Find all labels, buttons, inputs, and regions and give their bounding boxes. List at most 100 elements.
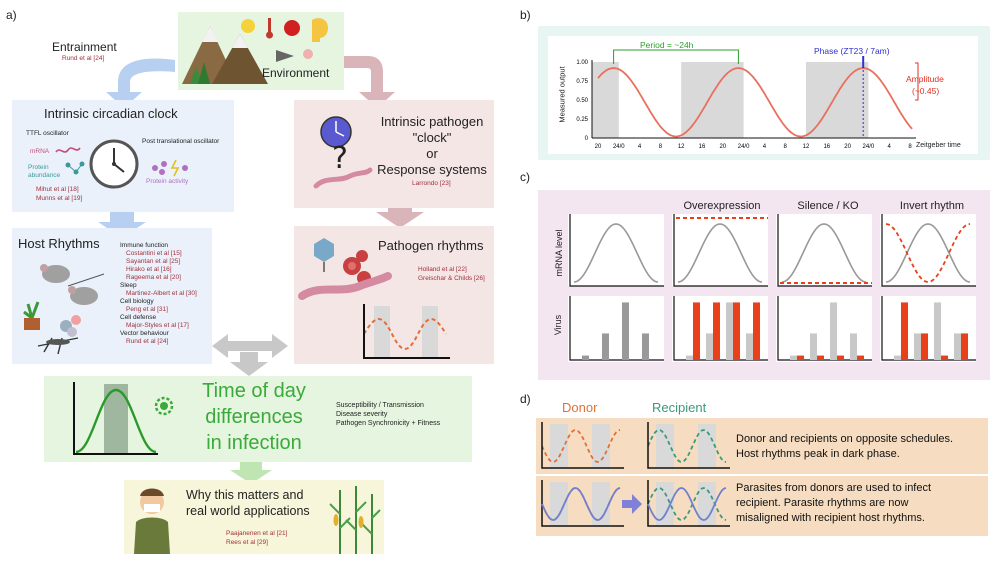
panel-b-plot-bg bbox=[548, 36, 978, 154]
x-tick-label: 20 bbox=[595, 144, 602, 150]
parasite-curve-donor bbox=[541, 487, 621, 521]
tod-list-2: Disease severity bbox=[336, 411, 388, 418]
recipient-curve-2 bbox=[647, 487, 727, 521]
b-amplitude-value: (~0.45) bbox=[912, 86, 940, 96]
dark-phase-shade bbox=[550, 424, 568, 468]
c-col-title-3: Invert rhythm bbox=[899, 200, 965, 212]
virus-bar-control bbox=[706, 333, 713, 360]
host-item: Major-Styles et al [17] bbox=[126, 322, 189, 329]
mrna-axes bbox=[777, 214, 872, 287]
x-tick-label: 12 bbox=[678, 144, 685, 150]
b-period-label: Period = ~24h bbox=[640, 40, 694, 50]
baseline-mrna-curve bbox=[677, 223, 763, 283]
virus-bar-manipulated bbox=[817, 355, 824, 360]
why-title-1: Why this matters and bbox=[186, 488, 304, 502]
host-item: Costantini et al [15] bbox=[126, 250, 182, 257]
dark-phase-shade bbox=[656, 482, 674, 526]
amplitude-bracket bbox=[915, 62, 919, 101]
x-tick-label: 16 bbox=[823, 144, 830, 150]
mrna-label: mRNA bbox=[30, 148, 50, 155]
panel-b-letter: b) bbox=[520, 8, 531, 22]
recipient-curve bbox=[647, 429, 727, 463]
virus-bar-manipulated bbox=[693, 302, 700, 360]
virus-bar-control bbox=[850, 333, 857, 360]
virus-bar-manipulated bbox=[961, 333, 968, 360]
virus-bar-control bbox=[954, 333, 961, 360]
x-tick-label: 4 bbox=[638, 144, 642, 150]
virus-bar-manipulated bbox=[901, 302, 908, 360]
virus-icon bbox=[154, 396, 174, 416]
host-item: Immune function bbox=[120, 242, 169, 249]
y-tick-label: 0.25 bbox=[576, 117, 588, 123]
mountains-icon bbox=[182, 26, 268, 84]
clock-title: Intrinsic circadian clock bbox=[44, 106, 178, 121]
x-tick-label: 4 bbox=[763, 144, 767, 150]
host-item: Martinez-Albert et al [30] bbox=[126, 290, 197, 297]
tod-list-1: Susceptibility / Transmission bbox=[336, 402, 424, 409]
b-amplitude-label: Amplitude bbox=[906, 74, 944, 84]
corn-icon bbox=[329, 486, 381, 554]
host-item: Sayantan et al [25] bbox=[126, 258, 181, 265]
host-item: Cell biology bbox=[120, 298, 154, 305]
virus-bar-manipulated bbox=[941, 355, 948, 360]
tod-plot bbox=[73, 382, 158, 455]
host-item: Rund et al [24] bbox=[126, 338, 169, 345]
panel-d-letter: d) bbox=[520, 392, 531, 406]
virus-bar-control bbox=[810, 333, 817, 360]
rhythm-sine bbox=[597, 67, 913, 138]
period-bracket bbox=[613, 49, 739, 64]
protein-activity-label: Protein activity bbox=[146, 178, 189, 185]
virus-bar-manipulated bbox=[753, 302, 760, 360]
tod-title-2: differences bbox=[205, 406, 303, 428]
d-text-2a: Parasites from donors are used to infect bbox=[736, 482, 932, 494]
dark-phase-shade bbox=[698, 424, 716, 468]
host-rhythms-title: Host Rhythms bbox=[18, 236, 100, 251]
x-tick-label: 16 bbox=[699, 144, 706, 150]
dark-phase-shade bbox=[656, 424, 674, 468]
clock-icon bbox=[89, 139, 139, 189]
virus-bar-control bbox=[914, 333, 921, 360]
d-text-1b: Host rhythms peak in dark phase. bbox=[736, 448, 900, 460]
virus-bar-manipulated bbox=[713, 302, 720, 360]
mrna-icon bbox=[55, 147, 81, 153]
x-tick-label: 20 bbox=[719, 144, 726, 150]
mrna-axes bbox=[569, 214, 664, 287]
person-icon bbox=[134, 488, 170, 554]
pathogen-ref-2: Greischar & Childs [26] bbox=[418, 275, 485, 282]
baseline-mrna-curve bbox=[781, 223, 867, 283]
entrainment-ref: Rund et al [24] bbox=[62, 55, 105, 62]
host-item: Vector behaviour bbox=[120, 330, 169, 337]
virus-bar-control bbox=[582, 355, 589, 360]
protein-abundance-label: Protein abundance bbox=[28, 164, 61, 179]
virus-bar-control bbox=[686, 355, 693, 360]
pathogen-rhythm-plot bbox=[363, 304, 450, 359]
host-list: Immune function Costantini et al [15] Sa… bbox=[120, 242, 212, 346]
virus-axes bbox=[569, 296, 664, 361]
svg-text:?: ? bbox=[332, 141, 348, 176]
pathogen-clock-ref: Larrondo [23] bbox=[412, 180, 451, 187]
virus-bar-manipulated bbox=[837, 355, 844, 360]
donor-curve bbox=[541, 429, 621, 463]
tod-title-3: in infection bbox=[206, 432, 302, 454]
dark-phase-shade bbox=[592, 482, 610, 526]
x-tick-label: 24/0 bbox=[863, 144, 875, 150]
dark-phase-shade bbox=[550, 482, 568, 526]
baseline-mrna-curve bbox=[573, 223, 659, 283]
host-item: Peng et al [31] bbox=[126, 306, 168, 313]
pathogen-clock-icon: ? bbox=[313, 116, 373, 189]
virus-bar-manipulated bbox=[857, 355, 864, 360]
tod-title-1: Time of day bbox=[202, 380, 306, 402]
post-translational-label: Post translational oscillator bbox=[142, 138, 220, 145]
virus-bar-manipulated bbox=[797, 355, 804, 360]
baseline-mrna-curve bbox=[885, 223, 971, 283]
mini-axes bbox=[541, 422, 624, 469]
virus-bar-control bbox=[830, 302, 837, 360]
y-tick-label: 1.00 bbox=[576, 60, 588, 66]
environment-label: Environment bbox=[262, 66, 330, 80]
transfer-arrow bbox=[622, 494, 642, 514]
d-recipient-label: Recipient bbox=[652, 400, 707, 415]
clock-ref-1: Mihut et al [18] bbox=[36, 186, 79, 193]
entrainment-label: Entrainment bbox=[52, 40, 117, 54]
